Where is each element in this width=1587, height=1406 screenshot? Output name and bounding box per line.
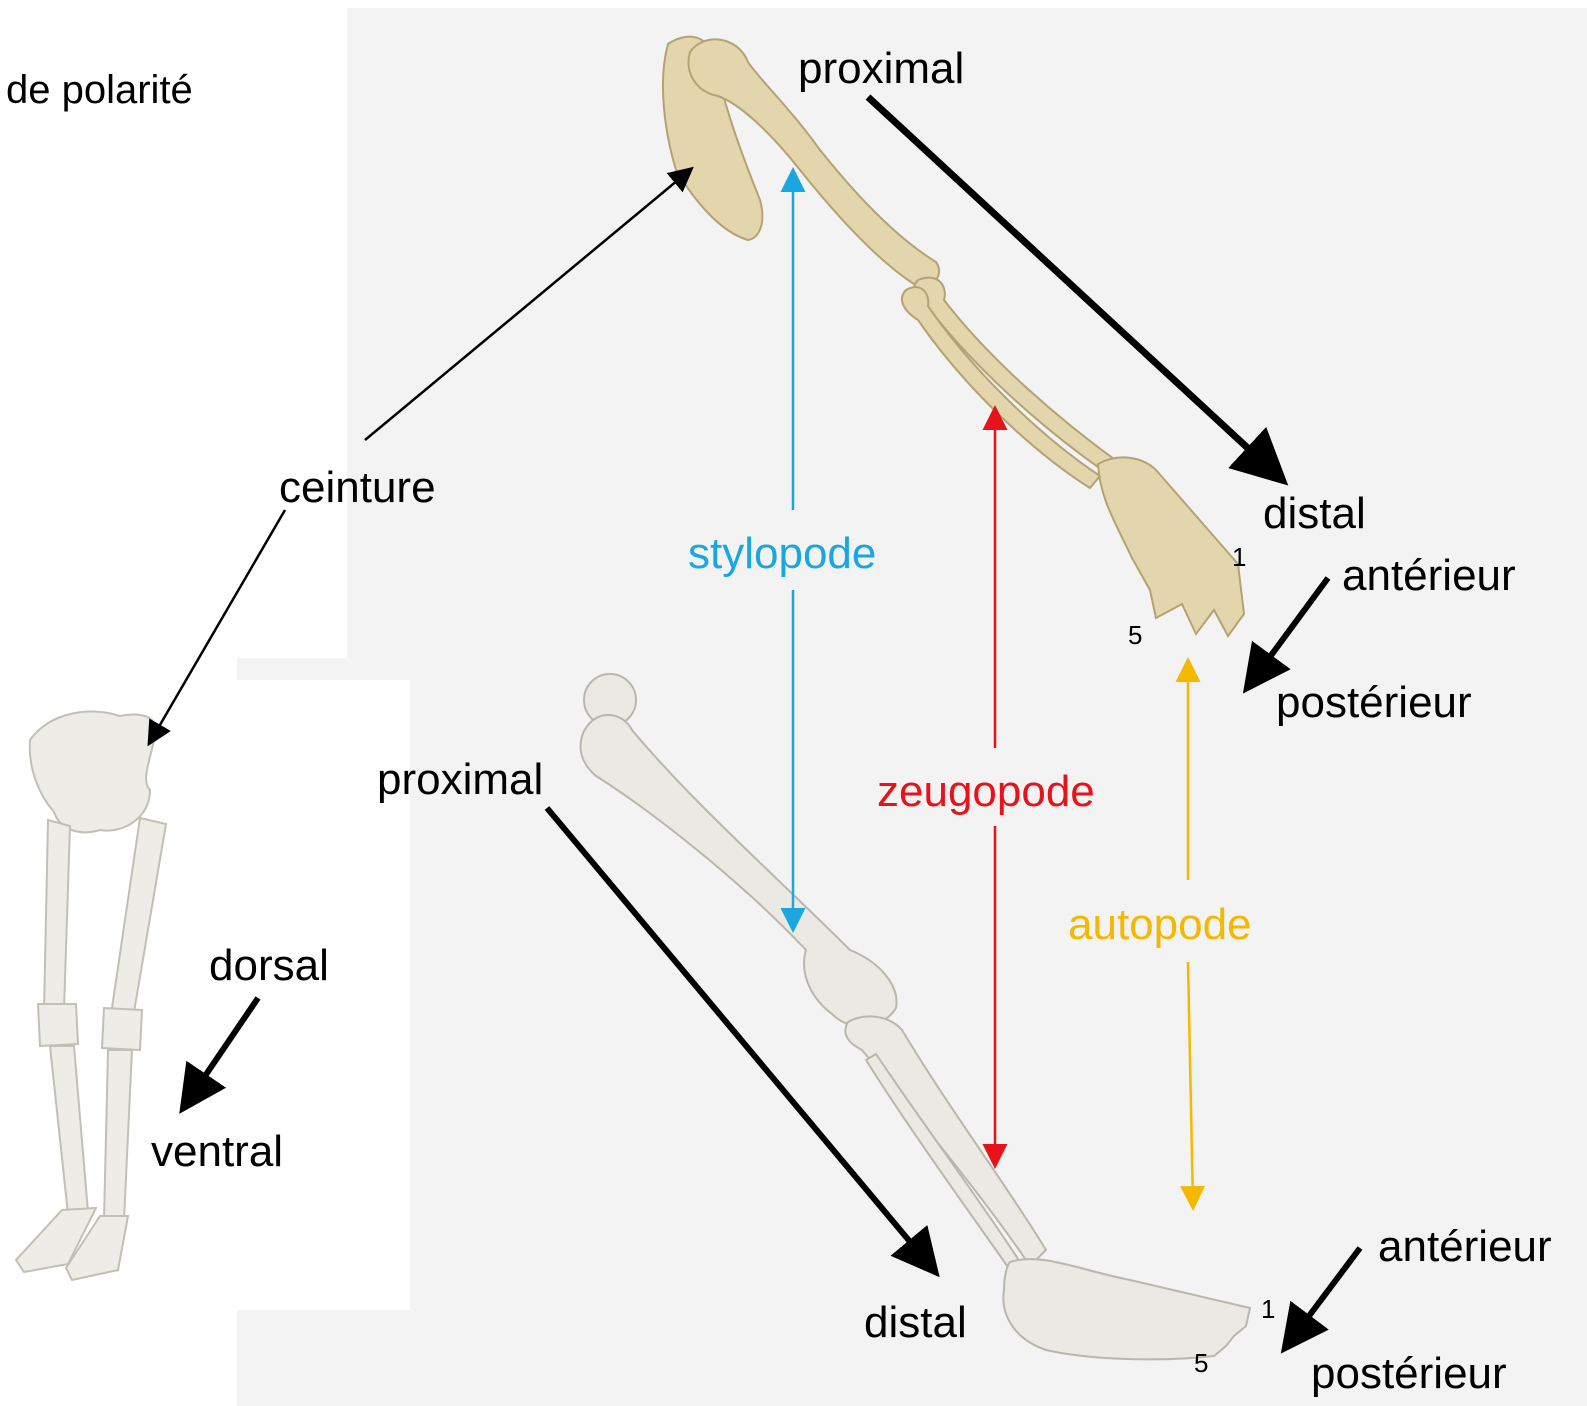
- ceinture-to-pelvis-arrow: [150, 510, 285, 742]
- right-knee: [102, 1008, 142, 1050]
- right-tibia: [104, 1050, 132, 1220]
- foot-digit-5-label: 5: [1194, 1350, 1208, 1376]
- ceinture-label: ceinture: [279, 466, 436, 510]
- foot: [1003, 1259, 1250, 1359]
- left-femur: [44, 820, 70, 1012]
- ceinture-to-scapula-arrow: [365, 170, 690, 440]
- dorsal-ventral-arrow: [186, 998, 258, 1104]
- ventral-label: ventral: [151, 1130, 283, 1174]
- arm-proximal-label: proximal: [798, 47, 964, 91]
- hand-anterieur-label: antérieur: [1342, 554, 1516, 598]
- foot-digit-1-label: 1: [1261, 1296, 1275, 1322]
- hand: [1098, 457, 1244, 636]
- foot-anterieur-posterieur-arrow: [1288, 1248, 1360, 1344]
- left-tibia: [50, 1046, 88, 1214]
- hand-digit-1-label: 1: [1232, 544, 1246, 570]
- pelvis-legs-skeleton: [16, 711, 166, 1280]
- hand-digit-5-label: 5: [1128, 622, 1142, 648]
- arm-distal-label: distal: [1263, 492, 1366, 536]
- hand-anterieur-posterieur-arrow: [1250, 578, 1328, 684]
- forearm-radius: [914, 278, 1118, 474]
- left-knee: [38, 1004, 78, 1046]
- foot-posterieur-label: postérieur: [1311, 1352, 1507, 1396]
- zeugopode-label: zeugopode: [877, 770, 1095, 814]
- fibula: [866, 1054, 1020, 1270]
- stylopode-label: stylopode: [688, 532, 876, 576]
- leg-proximal-label: proximal: [377, 758, 543, 802]
- femur: [581, 715, 897, 1026]
- foot-anterieur-label: antérieur: [1378, 1225, 1552, 1269]
- dorsal-label: dorsal: [209, 944, 329, 988]
- leg-distal-label: distal: [864, 1301, 967, 1345]
- autopode-arrow-lower: [1188, 962, 1193, 1206]
- right-femur: [112, 818, 166, 1012]
- autopode-label: autopode: [1068, 903, 1252, 947]
- hand-posterieur-label: postérieur: [1276, 681, 1472, 725]
- pelvis: [30, 711, 156, 832]
- title-fragment: de polarité: [6, 70, 193, 110]
